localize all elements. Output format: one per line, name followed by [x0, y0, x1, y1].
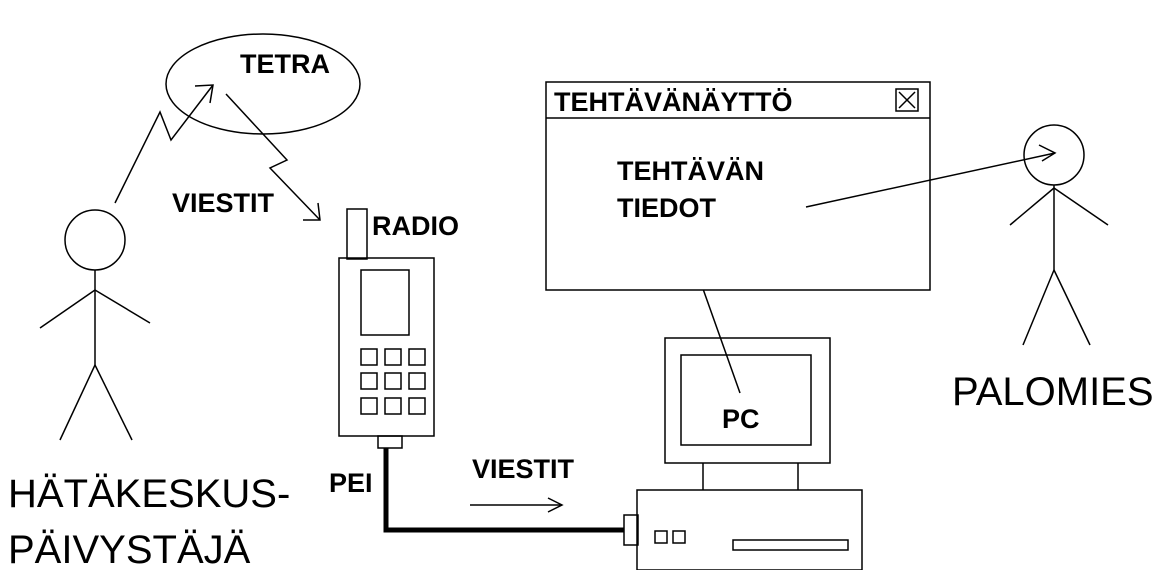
uplink-arrow [114, 84, 214, 204]
radio-key [408, 348, 426, 366]
pei-cable [383, 448, 624, 533]
radio-key [360, 372, 378, 390]
firefighter-label: PALOMIES [952, 370, 1154, 414]
pc-system-unit [636, 489, 863, 570]
radio-screen [360, 269, 410, 336]
downlink-arrow [225, 93, 321, 221]
messages-arrow-bottom [470, 497, 564, 513]
pc-drive-slot [732, 539, 849, 551]
pc-label: PC [722, 404, 760, 434]
pc-button [654, 530, 668, 544]
firefighter-figure [1009, 124, 1109, 346]
radio-body [338, 257, 435, 437]
dispatcher-figure [39, 209, 151, 441]
radio-key [384, 348, 402, 366]
task-text-line1: TEHTÄVÄN [617, 156, 764, 186]
radio-key [360, 348, 378, 366]
pei-label: PEI [329, 468, 373, 498]
radio-key [384, 397, 402, 415]
tetra-label: TETRA [240, 49, 330, 79]
messages-label-top: VIESTIT [172, 188, 275, 218]
close-icon [895, 88, 919, 112]
pc-port [623, 514, 639, 546]
radio-key [360, 397, 378, 415]
dispatcher-label-line2: PÄIVYSTÄJÄ [8, 528, 251, 570]
radio-label: RADIO [372, 211, 459, 241]
pc-computer [623, 337, 863, 570]
task-text-line2: TIEDOT [617, 193, 717, 223]
dispatcher-label-line1: HÄTÄKESKUS- [8, 472, 290, 516]
pc-button [672, 530, 686, 544]
radio-antenna [346, 208, 368, 260]
radio-device [338, 208, 435, 449]
radio-connector [377, 435, 403, 449]
messages-label-bottom: VIESTIT [472, 454, 575, 484]
task-window [545, 81, 931, 291]
radio-key [384, 372, 402, 390]
radio-key [408, 397, 426, 415]
pc-monitor [664, 337, 831, 464]
window-to-firefighter-arrow [805, 144, 1057, 208]
radio-key [408, 372, 426, 390]
window-title: TEHTÄVÄNÄYTTÖ [554, 87, 793, 117]
pc-monitor-screen [680, 354, 812, 446]
